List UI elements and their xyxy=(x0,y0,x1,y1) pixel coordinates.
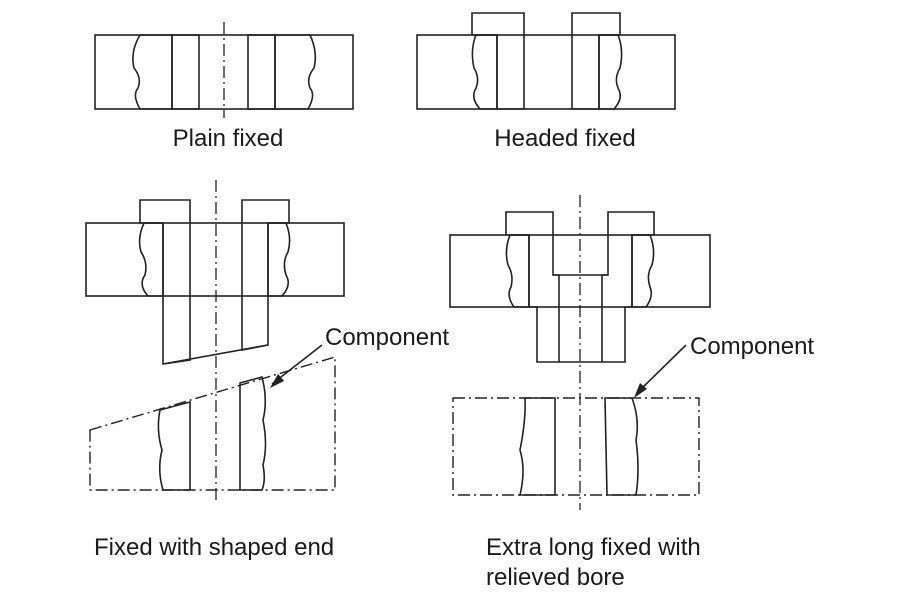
caption-extra-long-line1: Extra long fixed with xyxy=(486,534,701,561)
plate-insert-right xyxy=(274,34,317,110)
plate-insert-right xyxy=(267,222,291,297)
component-wall-right xyxy=(239,376,267,491)
plate xyxy=(85,222,345,297)
caption-fixed-shaped-end: Fixed with shaped end xyxy=(94,534,334,561)
callout-component: Component xyxy=(325,324,449,351)
caption-headed-fixed: Headed fixed xyxy=(494,125,635,152)
component-phantom xyxy=(89,356,336,491)
component-wall-right xyxy=(604,397,639,496)
bush-wall-left xyxy=(171,34,200,110)
shaped-end-line xyxy=(162,344,269,365)
plate-insert-right xyxy=(631,234,655,308)
caption-extra-long-line2: relieved bore xyxy=(486,564,625,591)
component-wall-left xyxy=(518,397,556,496)
plate xyxy=(416,34,676,110)
callout-leader xyxy=(637,344,687,393)
arrowhead-icon xyxy=(634,383,647,398)
panel-plain-fixed: Plain fixed xyxy=(94,22,354,152)
panel-extra-long-relieved: Component Extra long fixed with relieved… xyxy=(449,195,814,591)
plate-insert-left xyxy=(471,34,498,110)
plate-insert-left xyxy=(138,222,164,297)
panel-fixed-shaped-end: Component Fixed with shaped end xyxy=(85,180,449,561)
arrowhead-icon xyxy=(270,374,284,388)
plate-insert-left xyxy=(505,234,530,308)
component-wall-left xyxy=(157,400,191,491)
plate-insert-left xyxy=(132,34,173,110)
component-phantom xyxy=(452,397,700,496)
plate-insert-right xyxy=(598,34,623,110)
callout-component: Component xyxy=(690,333,814,360)
caption-plain-fixed: Plain fixed xyxy=(173,125,284,152)
panel-headed-fixed: Headed fixed xyxy=(416,12,676,152)
